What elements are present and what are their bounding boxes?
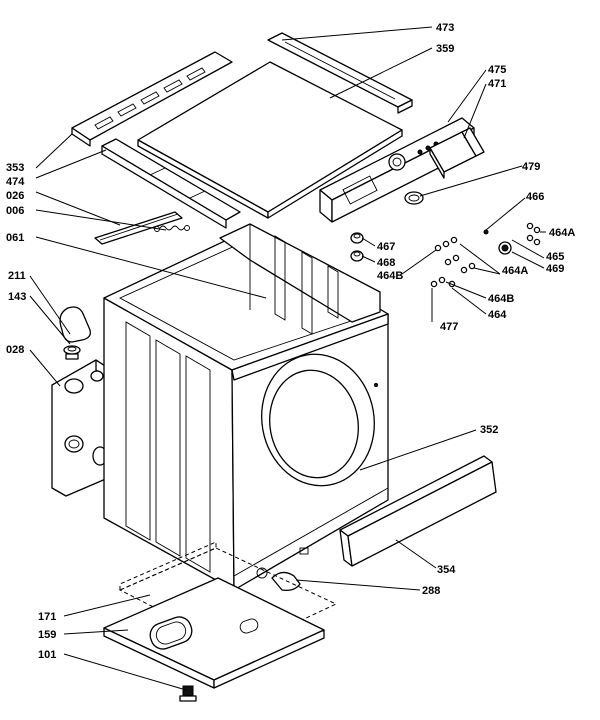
part-028-rear-panel: [51, 359, 109, 497]
label-475: 475: [488, 64, 506, 76]
part-288-clip: [271, 571, 301, 592]
part-labels: 473 359 475 471 353 474 026 006 479 466 …: [6, 22, 575, 661]
label-464B-1: 464B: [377, 270, 403, 282]
part-026-bracket: [94, 211, 183, 245]
label-061: 061: [6, 232, 24, 244]
label-469: 469: [546, 263, 564, 275]
label-466: 466: [526, 191, 544, 203]
label-479: 479: [522, 161, 540, 173]
label-464A-1: 464A: [549, 227, 575, 239]
label-354: 354: [437, 564, 456, 576]
part-101-foot: [179, 685, 197, 702]
part-473-top-rail: [267, 32, 413, 114]
label-477: 477: [440, 321, 458, 333]
label-288: 288: [422, 585, 440, 597]
label-211: 211: [8, 270, 26, 282]
label-026: 026: [6, 190, 24, 202]
label-159: 159: [38, 629, 56, 641]
label-467: 467: [377, 241, 395, 253]
label-464B-2: 464B: [488, 293, 514, 305]
part-354-plinth: [339, 455, 497, 567]
part-171-base-dashed: [118, 541, 338, 651]
label-352: 352: [480, 424, 498, 436]
label-473: 473: [436, 22, 454, 34]
part-cabinet: [103, 223, 389, 591]
label-359: 359: [436, 43, 454, 55]
label-468: 468: [377, 257, 395, 269]
label-006: 006: [6, 205, 24, 217]
label-353: 353: [6, 162, 24, 174]
label-464A-2: 464A: [502, 265, 528, 277]
part-006-spring: [154, 225, 190, 232]
label-474: 474: [6, 176, 25, 188]
part-479-ring: [404, 191, 424, 205]
label-465: 465: [546, 251, 564, 263]
label-464: 464: [488, 309, 507, 321]
part-211-143-clamp: [59, 306, 91, 360]
part-464-buttons: [430, 222, 541, 288]
label-028: 028: [6, 344, 24, 356]
label-101: 101: [38, 649, 56, 661]
part-353-top-rail: [71, 51, 233, 147]
part-359-top-cover: [137, 61, 403, 219]
label-143: 143: [8, 291, 26, 303]
leader-lines: [29, 26, 546, 691]
part-467-468-knobs: [350, 232, 364, 262]
part-474-frame-rail: [101, 138, 241, 229]
label-471: 471: [488, 78, 506, 90]
label-171: 171: [38, 611, 56, 623]
part-159-base-plate: [103, 577, 325, 689]
part-471-detergent-drawer: [429, 127, 485, 179]
